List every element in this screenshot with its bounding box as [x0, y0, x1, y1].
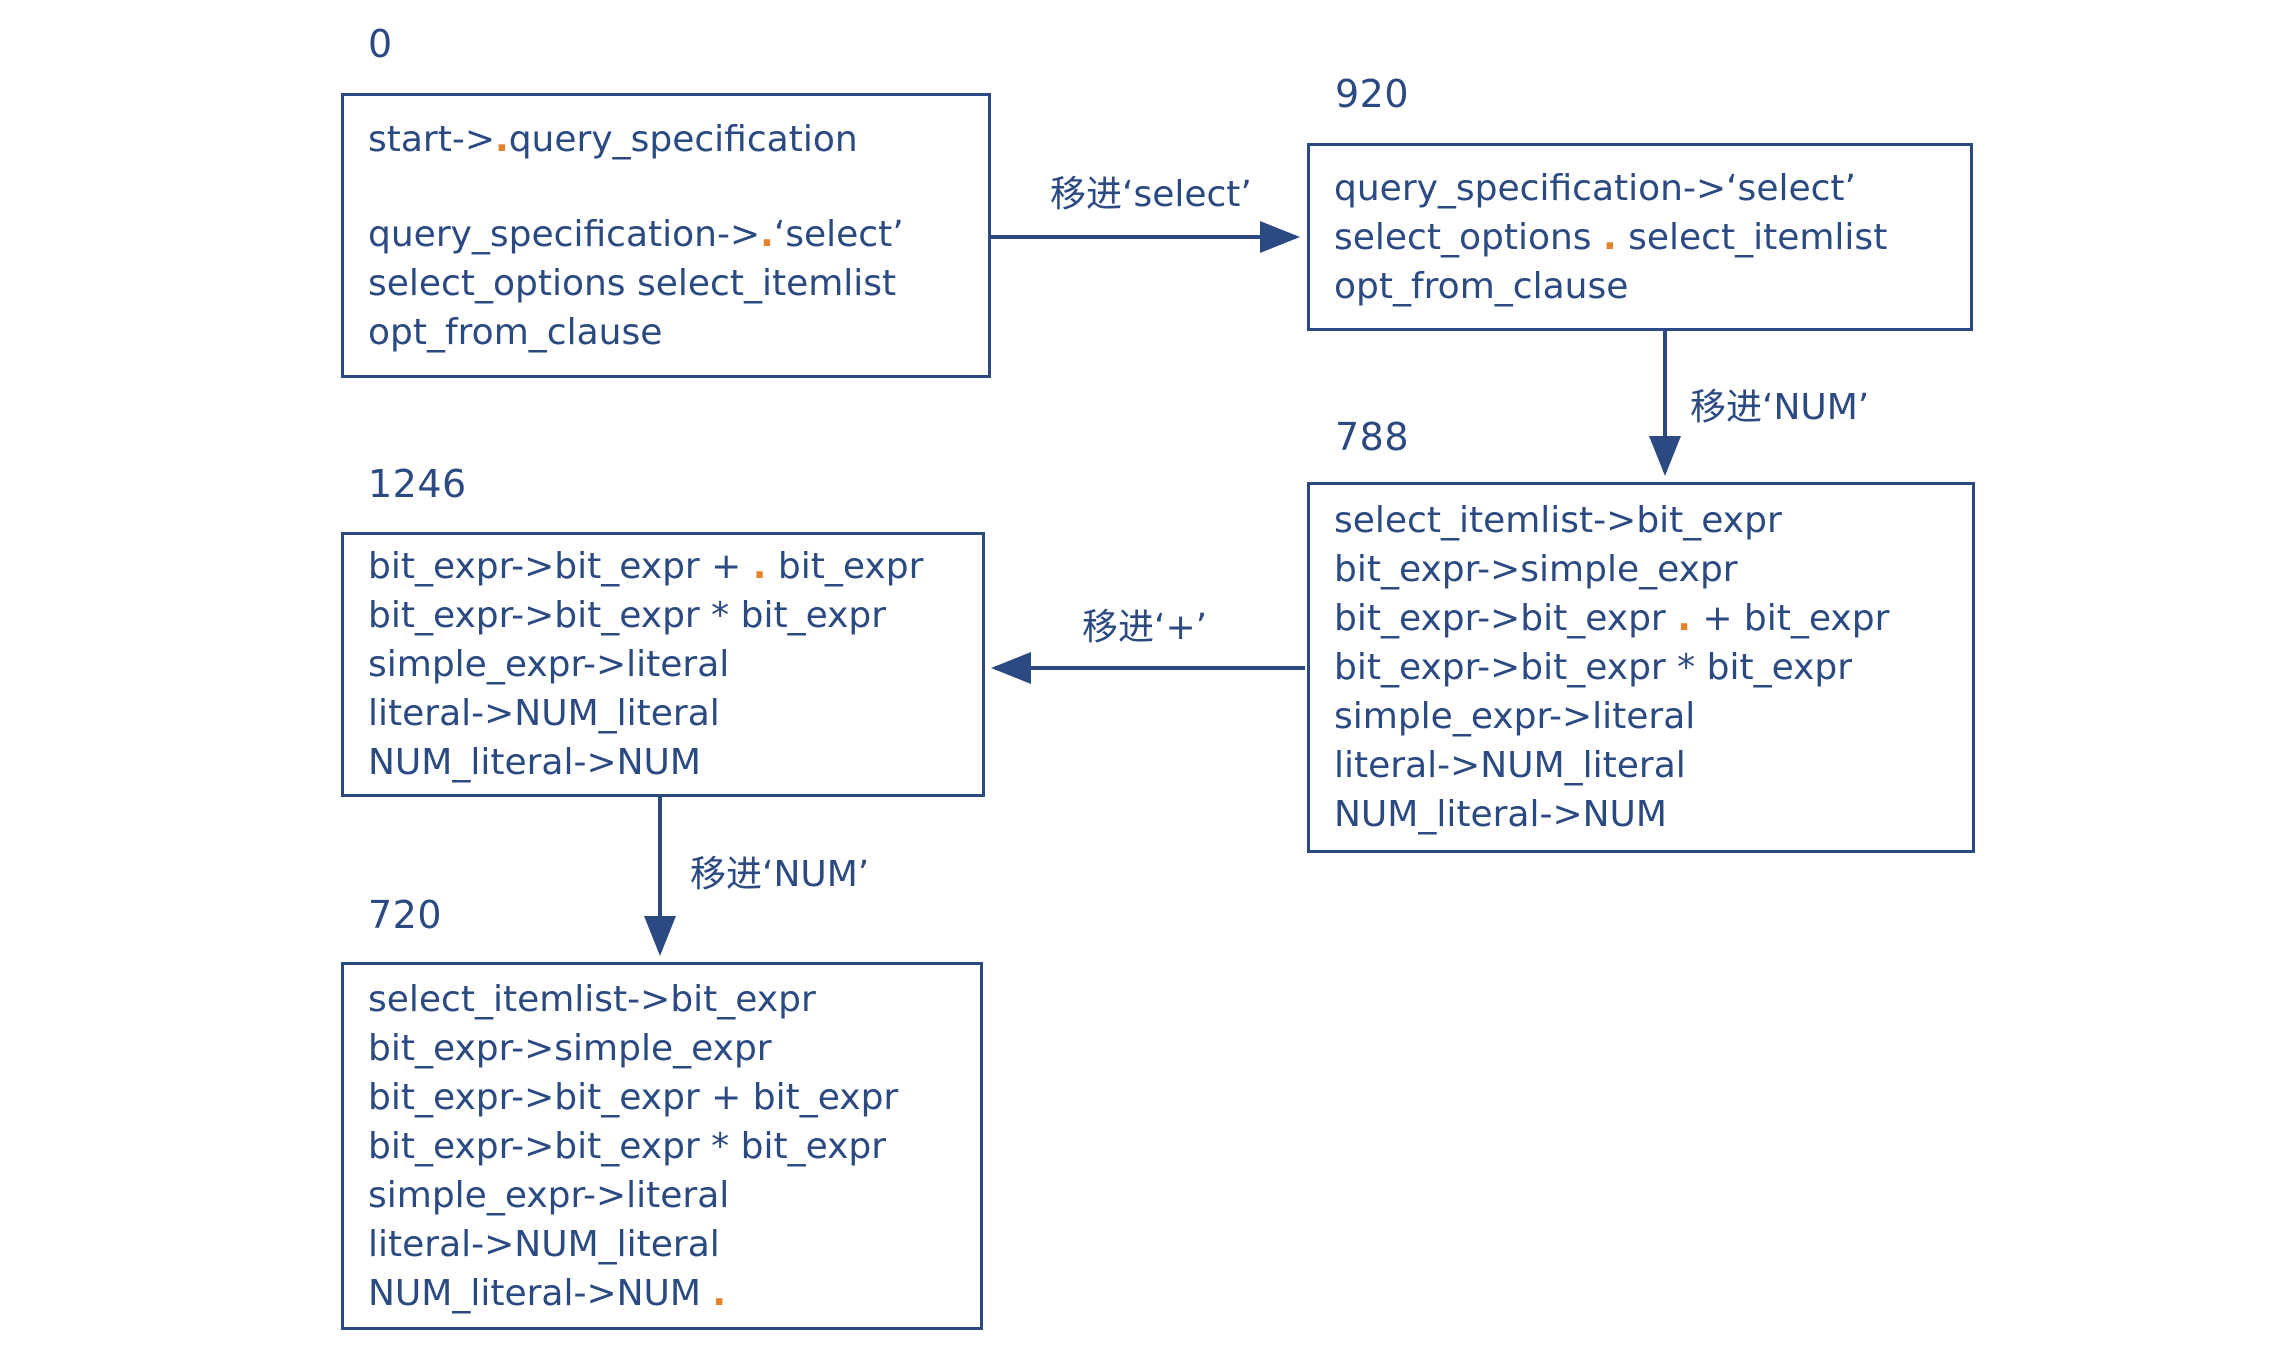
state-items-0: start->.query_specification query_specif… — [368, 96, 978, 375]
dot-marker: . — [495, 118, 509, 160]
dot-marker: . — [752, 546, 767, 587]
item-line: bit_expr->bit_expr * bit_expr — [368, 595, 887, 636]
edge-label-shift-select: 移进‘select’ — [1050, 174, 1252, 215]
edge-label-shift-num-1: 移进‘NUM’ — [1690, 387, 1870, 428]
edge-label-shift-num-2: 移进‘NUM’ — [690, 854, 870, 895]
item-line: simple_expr->literal — [368, 644, 730, 685]
state-box-920[interactable]: query_specification->‘select’ select_opt… — [1307, 143, 1973, 331]
item-line: bit_expr->simple_expr — [1334, 549, 1738, 590]
item-line: NUM_literal->NUM — [1334, 794, 1667, 835]
state-label-720: 720 — [368, 893, 443, 937]
item-line: query_specification->‘select’ — [1334, 167, 1856, 209]
item-line: bit_expr->bit_expr * bit_expr — [368, 1125, 887, 1167]
item-line: opt_from_clause — [368, 311, 663, 353]
item-line: bit_expr->bit_expr + bit_expr — [368, 1076, 899, 1118]
item-line: literal->NUM_literal — [1334, 745, 1686, 786]
item-line: bit_expr->bit_expr . + bit_expr — [1334, 598, 1890, 639]
state-label-1246: 1246 — [368, 462, 467, 506]
item-line: select_itemlist->bit_expr — [368, 978, 816, 1020]
item-line: literal->NUM_literal — [368, 1223, 720, 1265]
dot-marker: . — [712, 1272, 727, 1314]
item-line: select_options select_itemlist — [368, 262, 897, 304]
dot-marker: . — [1677, 598, 1691, 639]
dot-marker: . — [760, 213, 774, 255]
state-box-720[interactable]: select_itemlist->bit_expr bit_expr->simp… — [341, 962, 983, 1330]
item-line: opt_from_clause — [1334, 265, 1629, 307]
edge-label-shift-plus: 移进‘+’ — [1082, 607, 1208, 648]
state-box-1246[interactable]: bit_expr->bit_expr + . bit_expr bit_expr… — [341, 532, 985, 797]
item-line: select_itemlist->bit_expr — [1334, 500, 1782, 541]
item-line: select_options . select_itemlist — [1334, 216, 1888, 258]
item-line: simple_expr->literal — [1334, 696, 1696, 737]
dot-marker: . — [1603, 216, 1617, 258]
state-items-788: select_itemlist->bit_expr bit_expr->simp… — [1334, 485, 1962, 850]
item-line: literal->NUM_literal — [368, 693, 720, 734]
item-line: query_specification->.‘select’ — [368, 213, 904, 255]
state-label-788: 788 — [1335, 415, 1410, 459]
state-items-720: select_itemlist->bit_expr bit_expr->simp… — [368, 965, 970, 1327]
item-line: bit_expr->bit_expr * bit_expr — [1334, 647, 1853, 688]
state-label-920: 920 — [1335, 72, 1410, 116]
item-line: simple_expr->literal — [368, 1174, 730, 1216]
state-box-788[interactable]: select_itemlist->bit_expr bit_expr->simp… — [1307, 482, 1975, 853]
item-line: bit_expr->simple_expr — [368, 1027, 772, 1069]
state-items-920: query_specification->‘select’ select_opt… — [1334, 146, 1960, 328]
item-line: bit_expr->bit_expr + . bit_expr — [368, 546, 924, 587]
state-label-0: 0 — [368, 22, 393, 66]
state-box-0[interactable]: start->.query_specification query_specif… — [341, 93, 991, 378]
item-line: start->.query_specification — [368, 118, 858, 160]
state-items-1246: bit_expr->bit_expr + . bit_expr bit_expr… — [368, 535, 972, 794]
item-line: NUM_literal->NUM — [368, 742, 701, 783]
item-line: NUM_literal->NUM . — [368, 1272, 727, 1314]
